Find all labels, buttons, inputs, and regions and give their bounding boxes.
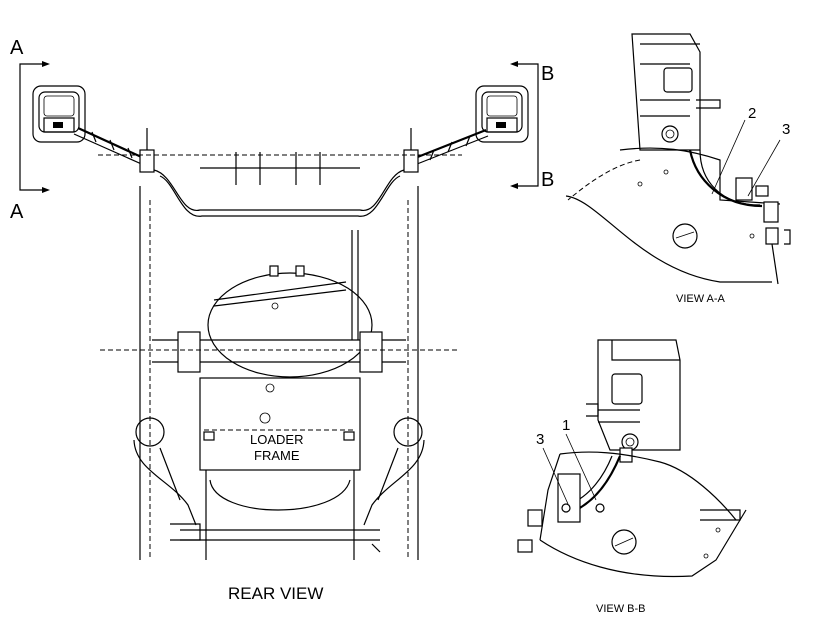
view-a-a: 2 3 VIEW A-A	[565, 33, 791, 305]
view-b-callout-3: 3	[536, 431, 544, 448]
loader-frame-label-1: LOADER	[250, 432, 303, 447]
view-a-mount	[565, 147, 791, 285]
view-b-mount	[517, 451, 747, 578]
left-work-lamp	[32, 85, 86, 143]
view-b-callout-1: 1	[562, 417, 570, 434]
rear-view-title: REAR VIEW	[228, 584, 323, 603]
marker-a-bottom: A	[10, 201, 24, 223]
view-a-callout-3: 3	[782, 121, 790, 138]
loader-frame: LOADER FRAME	[180, 377, 380, 560]
center-linkage	[207, 230, 373, 424]
pivot-arms	[133, 417, 425, 553]
marker-b-bottom: B	[541, 169, 554, 191]
view-b-b: 1 3 VIEW B-B	[517, 339, 747, 615]
lamp-brackets	[73, 126, 489, 173]
upper-frame	[98, 152, 462, 560]
view-b-callouts: 1 3	[536, 417, 597, 505]
view-a-title: VIEW A-A	[676, 293, 726, 305]
view-a-callout-2: 2	[748, 105, 756, 122]
section-marker-b: B B	[510, 61, 554, 191]
right-work-lamp	[475, 85, 529, 143]
axle	[100, 331, 460, 373]
loader-frame-label-2: FRAME	[254, 448, 300, 463]
marker-b-top: B	[541, 63, 554, 85]
view-a-callouts: 2 3	[711, 105, 790, 197]
rear-view: LOADER FRAME REAR VIEW	[32, 85, 529, 603]
view-b-title: VIEW B-B	[596, 603, 646, 615]
marker-a-top: A	[10, 37, 24, 59]
view-a-lamp	[631, 33, 721, 151]
view-b-lamp	[586, 339, 681, 463]
section-marker-a: A A	[10, 37, 50, 223]
